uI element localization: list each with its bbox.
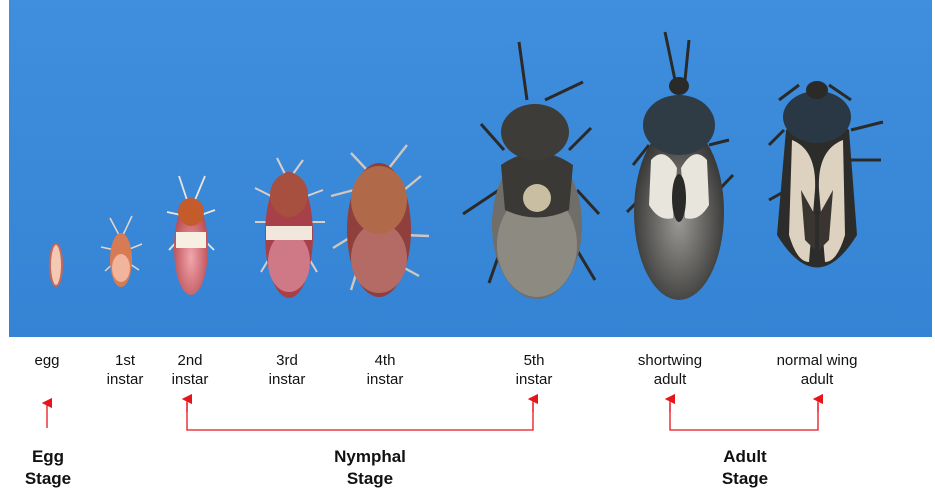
nymphal-bracket	[187, 403, 533, 430]
stage-egg: Egg Stage	[17, 446, 79, 490]
adult-bracket	[670, 403, 818, 430]
stage-nymphal: Nymphal Stage	[320, 446, 420, 490]
stage-adult: Adult Stage	[700, 446, 790, 490]
